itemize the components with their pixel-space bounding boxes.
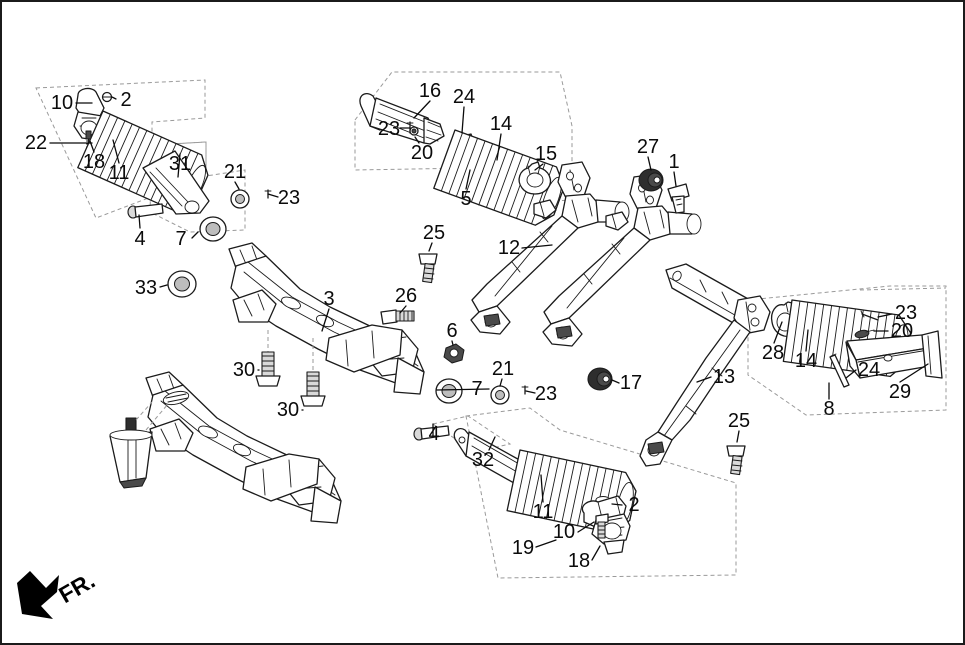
callout-18: 18 [82, 151, 106, 173]
part-12-step-bar-arm-b [542, 173, 702, 347]
callout-14: 14 [794, 350, 818, 372]
part-17-grommet [587, 367, 613, 391]
callout-27: 27 [636, 136, 660, 158]
part-24-pin-group8 [829, 353, 850, 388]
part-20-screw-group5 [409, 126, 419, 136]
footrest-left-assembly [73, 87, 216, 218]
callout-12: 12 [497, 237, 521, 259]
leader-lines [49, 96, 929, 561]
callout-1: 1 [668, 151, 680, 173]
callout-4: 4 [428, 423, 440, 445]
callout-24: 24 [857, 359, 881, 381]
callout-16: 16 [418, 80, 442, 102]
callout-13: 13 [712, 366, 736, 388]
callout-20: 20 [410, 142, 434, 164]
callout-23: 23 [277, 187, 301, 209]
callout-11: 11 [532, 501, 554, 523]
callout-3: 3 [323, 288, 335, 310]
callout-2: 2 [628, 494, 640, 516]
part-15-clip [518, 161, 552, 195]
callout-21: 21 [491, 358, 515, 380]
callout-22: 22 [24, 132, 48, 154]
callout-28: 28 [761, 342, 785, 364]
part-13-brake-pedal-arm [639, 263, 771, 467]
part-18-bolt-lower [595, 513, 609, 539]
callout-24: 24 [452, 86, 476, 108]
part-25-flange-bolt-right [726, 445, 746, 476]
part-3-step-holder-lower [145, 371, 342, 524]
callout-6: 6 [446, 320, 458, 342]
group-boundary-19 [465, 407, 737, 579]
callout-8: 8 [823, 398, 835, 420]
part-31-step-bar [142, 150, 210, 215]
part-3-step-holder-upper [228, 242, 425, 395]
callout-10: 10 [50, 92, 74, 114]
part-7-washer-left [199, 216, 227, 242]
part-23-cotter-pin-lower [521, 385, 529, 395]
part-6-nut [443, 343, 465, 364]
part-21-collar-lower [490, 385, 510, 405]
callout-7: 7 [175, 228, 187, 250]
part-2-clip-left [101, 91, 113, 103]
part-16-step-bar [359, 92, 445, 145]
front-direction-arrow [17, 571, 59, 619]
part-30-flange-bolt-a [255, 330, 281, 387]
callout-25: 25 [727, 410, 751, 432]
part-23-pin-group8 [860, 310, 879, 321]
part-33-bushing [167, 270, 197, 298]
part-1-bolt [667, 183, 690, 214]
part-27-grommet [638, 168, 664, 192]
callout-11: 11 [108, 162, 130, 184]
part-4-pin-left [127, 203, 164, 219]
callout-7: 7 [471, 378, 483, 400]
part-21-collar-upper [230, 189, 250, 209]
callout-32: 32 [471, 449, 495, 471]
callout-31: 31 [168, 153, 192, 175]
callout-33: 33 [134, 277, 158, 299]
callout-30: 30 [276, 399, 300, 421]
callout-25: 25 [422, 222, 446, 244]
callout-20: 20 [890, 320, 914, 342]
callout-23: 23 [894, 302, 918, 324]
part-30-flange-bolt-b [300, 338, 326, 407]
callout-23: 23 [377, 118, 401, 140]
part-4-pin-lower [413, 425, 450, 441]
part-26-flange-bolt [380, 309, 415, 325]
callout-2: 2 [120, 89, 132, 111]
part-25-flange-bolt-center [418, 253, 438, 284]
callout-18: 18 [567, 550, 591, 572]
part-7-washer-lower [435, 378, 463, 404]
callout-19: 19 [511, 537, 535, 559]
callout-21: 21 [223, 161, 247, 183]
callout-17: 17 [619, 372, 643, 394]
part-29-step-bar-right [845, 330, 943, 379]
group-boundary-32 [431, 415, 512, 453]
callout-10: 10 [552, 521, 576, 543]
callout-26: 26 [394, 285, 418, 307]
callout-30: 30 [232, 359, 256, 381]
part-20-screw-group8 [854, 329, 875, 339]
callout-15: 15 [534, 143, 558, 165]
callout-4: 4 [134, 228, 146, 250]
callout-14: 14 [489, 113, 513, 135]
callout-29: 29 [888, 381, 912, 403]
callout-5: 5 [460, 188, 472, 210]
rubber-stopper [109, 390, 190, 489]
group-boundary-8 [747, 285, 947, 416]
callout-23: 23 [534, 383, 558, 405]
